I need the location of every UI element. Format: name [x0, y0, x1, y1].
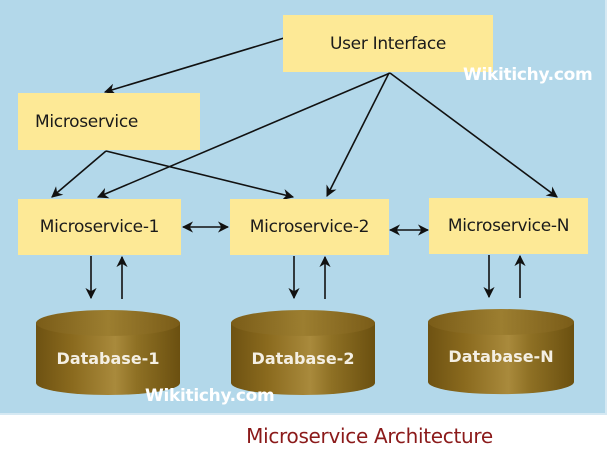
- database-n: Database-N: [428, 309, 574, 395]
- watermark: Wikitichy.com: [463, 65, 593, 85]
- node-microservice-1: Microservice-1: [18, 199, 181, 255]
- arrow-ui-to-microservice-n: [389, 72, 558, 198]
- node-microservice-n-label: Microservice-N: [447, 216, 570, 236]
- watermark: Wikitichy.com: [145, 386, 275, 406]
- node-microservice-2: Microservice-2: [230, 199, 389, 255]
- database-1-label: Database-1: [57, 349, 160, 368]
- database-1: Database-1: [36, 310, 180, 395]
- node-microservice: Microservice: [18, 93, 200, 150]
- node-microservice-n: Microservice-N: [429, 198, 588, 254]
- database-2-label: Database-2: [252, 349, 355, 368]
- node-user-interface-label: User Interface: [329, 33, 447, 54]
- node-microservice-label: Microservice: [35, 111, 139, 132]
- arrow-microservice-to-microservice-2: [105, 150, 295, 201]
- node-user-interface: User Interface: [283, 15, 493, 72]
- node-microservice-1-label: Microservice-1: [39, 217, 160, 237]
- database-2: Database-2: [231, 310, 375, 395]
- arrow-ui-to-microservice-1: [96, 72, 391, 199]
- arrow-ui-to-microservice-2: [326, 72, 390, 198]
- arrow-ui-to-microservice: [103, 37, 285, 95]
- node-microservice-2-label: Microservice-2: [249, 217, 370, 237]
- database-n-label: Database-N: [448, 347, 553, 366]
- diagram-title: Microservice Architecture: [246, 424, 493, 448]
- arrow-microservice-to-microservice-1: [51, 150, 107, 198]
